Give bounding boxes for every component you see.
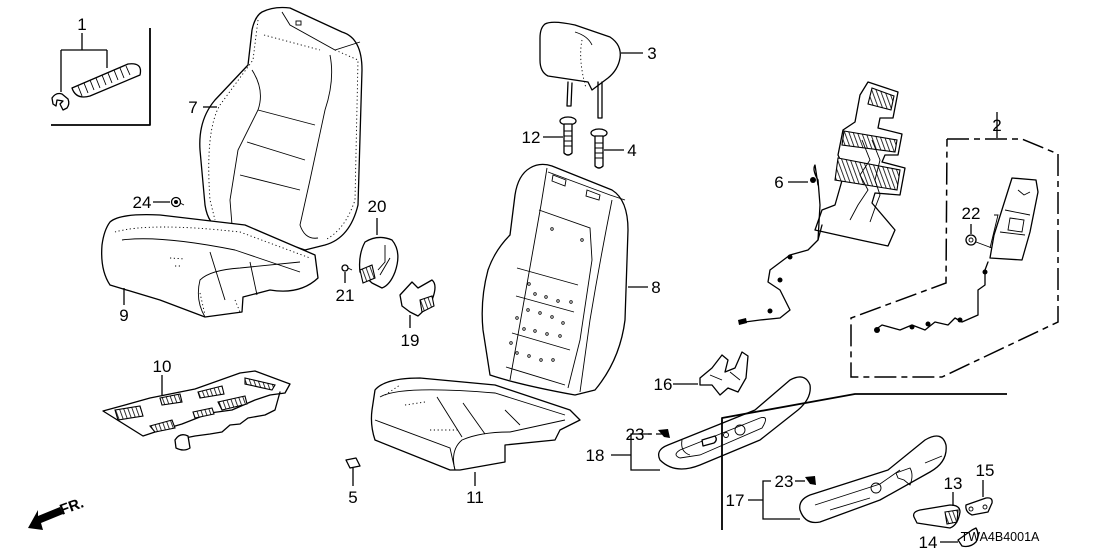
part-17-side-cover-manual[interactable]: 17	[726, 435, 947, 524]
part-2-side-airbag-set[interactable]: 2	[850, 112, 1059, 378]
part-13-recliner-knob[interactable]: 13	[912, 474, 963, 529]
callout-23-upper: 23	[626, 425, 645, 444]
part-24-clip[interactable]: 24	[133, 193, 185, 212]
callout-5: 5	[348, 488, 357, 507]
part-11-cushion-pad[interactable]: 11	[370, 377, 581, 507]
callout-6: 6	[774, 173, 783, 192]
clip-row-icon	[71, 63, 142, 98]
callout-17: 17	[726, 491, 745, 510]
group-divider-line	[721, 393, 1007, 530]
callout-19: 19	[401, 331, 420, 350]
front-arrow-icon	[28, 507, 63, 530]
part-8-seatback-pad[interactable]: 8	[481, 163, 661, 396]
part-7-seatback-cover[interactable]: 7	[188, 6, 363, 251]
callout-22: 22	[962, 204, 981, 223]
callout-18: 18	[586, 446, 605, 465]
part-9-cushion-cover[interactable]: 9	[101, 214, 319, 325]
part-15-lever[interactable]: 15	[965, 461, 995, 516]
callout-4: 4	[627, 141, 636, 160]
callout-15: 15	[976, 461, 995, 480]
callout-10: 10	[153, 357, 172, 376]
part-16-seat-switch[interactable]: 16	[654, 351, 749, 396]
inset-frame	[51, 28, 151, 126]
callout-3: 3	[647, 44, 656, 63]
part-14-knob-cap[interactable]: 14	[919, 527, 979, 552]
callout-12: 12	[522, 128, 541, 147]
callout-16: 16	[654, 375, 673, 394]
callout-23-lower: 23	[775, 472, 794, 491]
callout-11: 11	[466, 488, 484, 507]
callout-9: 9	[119, 306, 128, 325]
callout-24: 24	[133, 193, 152, 212]
part-20-recliner-cover[interactable]: 20	[358, 197, 399, 289]
front-label: FR.	[58, 495, 87, 519]
part-3-headrest[interactable]: 3	[539, 21, 657, 119]
diagram-reference-code: TWA4B4001A	[961, 530, 1040, 544]
callout-7: 7	[188, 98, 197, 117]
part-18-side-cover-power[interactable]: 18	[586, 376, 811, 471]
callout-21: 21	[336, 286, 355, 305]
part-5-clip[interactable]: 5	[345, 457, 361, 507]
part-6-seatback-heater[interactable]: 6	[738, 81, 906, 325]
part-1-clip-set[interactable]: 1	[51, 15, 151, 126]
part-4-headrest-guide-free[interactable]: 4	[590, 128, 637, 169]
callout-20: 20	[368, 197, 387, 216]
part-23-clip-lower[interactable]: 23	[775, 472, 816, 491]
callout-1: 1	[77, 15, 86, 34]
part-23-clip-upper[interactable]: 23	[626, 425, 670, 444]
callout-14: 14	[919, 533, 938, 552]
callout-13: 13	[944, 474, 963, 493]
part-10-cushion-heater[interactable]: 10	[102, 357, 291, 451]
part-19-recliner-cover-inner[interactable]: 19	[399, 279, 436, 350]
part-12-headrest-guide-lock[interactable]: 12	[522, 116, 577, 156]
part-21-screw[interactable]: 21	[336, 264, 355, 305]
part-22-nut[interactable]: 22	[962, 204, 993, 249]
callout-2: 2	[992, 116, 1001, 135]
callout-8: 8	[651, 278, 660, 297]
front-direction-indicator: FR.	[28, 495, 86, 530]
